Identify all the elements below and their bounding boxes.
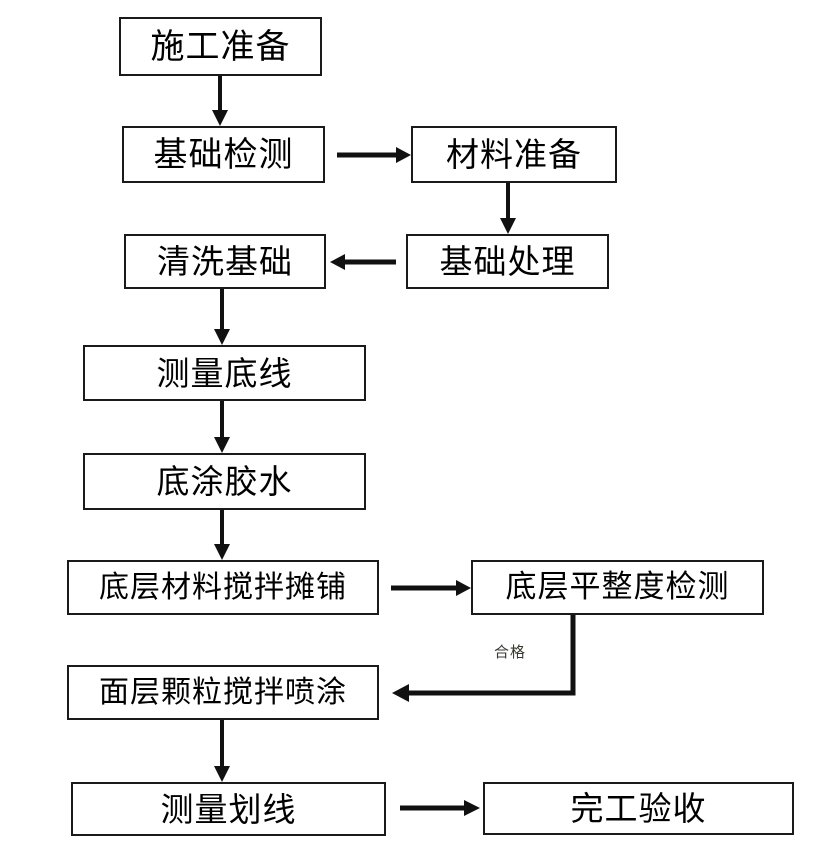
node-label: 底涂胶水: [156, 462, 293, 501]
node-qingxi-jichu[interactable]: 清洗基础: [124, 234, 326, 289]
node-label: 面层颗粒搅拌喷涂: [99, 674, 347, 710]
edge-ditujiaoshui-to-dicengcailiao: [214, 510, 230, 560]
node-wangong-yanshou[interactable]: 完工验收: [483, 782, 794, 835]
node-label: 基础检测: [153, 134, 294, 175]
node-mianceng-keli-jiaoban-pentu[interactable]: 面层颗粒搅拌喷涂: [67, 665, 379, 720]
node-jichu-jiance[interactable]: 基础检测: [122, 126, 325, 183]
node-label: 底层平整度检测: [505, 569, 730, 605]
node-celiang-dixian[interactable]: 测量底线: [83, 345, 366, 401]
edge-shigongzhunbei-to-jichujiance: [212, 76, 228, 126]
node-label: 施工准备: [150, 26, 291, 67]
edge-dicengcailiao-to-dicengpingzhengdu: [391, 580, 471, 596]
node-ditu-jiaoshui[interactable]: 底涂胶水: [83, 453, 366, 510]
edge-jichuchuli-to-qingxijichu: [330, 254, 396, 270]
node-jichu-chuli[interactable]: 基础处理: [406, 234, 609, 289]
node-label: 完工验收: [570, 789, 707, 828]
node-cailiao-zhunbei[interactable]: 材料准备: [411, 126, 617, 183]
node-shigong-zhunbei[interactable]: 施工准备: [119, 17, 322, 76]
node-diceng-pingzhengdu-jiance[interactable]: 底层平整度检测: [471, 560, 764, 615]
node-label: 清洗基础: [157, 242, 293, 281]
edge-dicengpingzhengdu-to-miancengkeli: [392, 615, 576, 702]
node-diceng-cailiao-jiaoban-tanpu[interactable]: 底层材料搅拌摊铺: [67, 560, 379, 615]
edge-celianghuaxian-to-wangongyanshou: [400, 800, 480, 816]
node-label: 底层材料搅拌摊铺: [99, 569, 347, 605]
node-label: 基础处理: [439, 242, 576, 281]
edge-celiangdixian-to-ditujiaoshui: [214, 401, 230, 453]
edge-jichujiance-to-cailiaozhunbei: [337, 147, 411, 163]
edge-qingxijichu-to-celiangdixian: [214, 289, 230, 345]
node-celiang-huaxian[interactable]: 测量划线: [71, 782, 386, 836]
node-label: 材料准备: [446, 135, 582, 174]
node-label: 测量底线: [156, 353, 293, 393]
node-label: 测量划线: [160, 789, 297, 829]
edge-cailiaozhunbei-to-jichuchuli: [500, 183, 516, 234]
edge-label-hege: 合格: [494, 643, 527, 661]
edge-miancengkeli-to-celianghuaxian: [214, 720, 230, 782]
